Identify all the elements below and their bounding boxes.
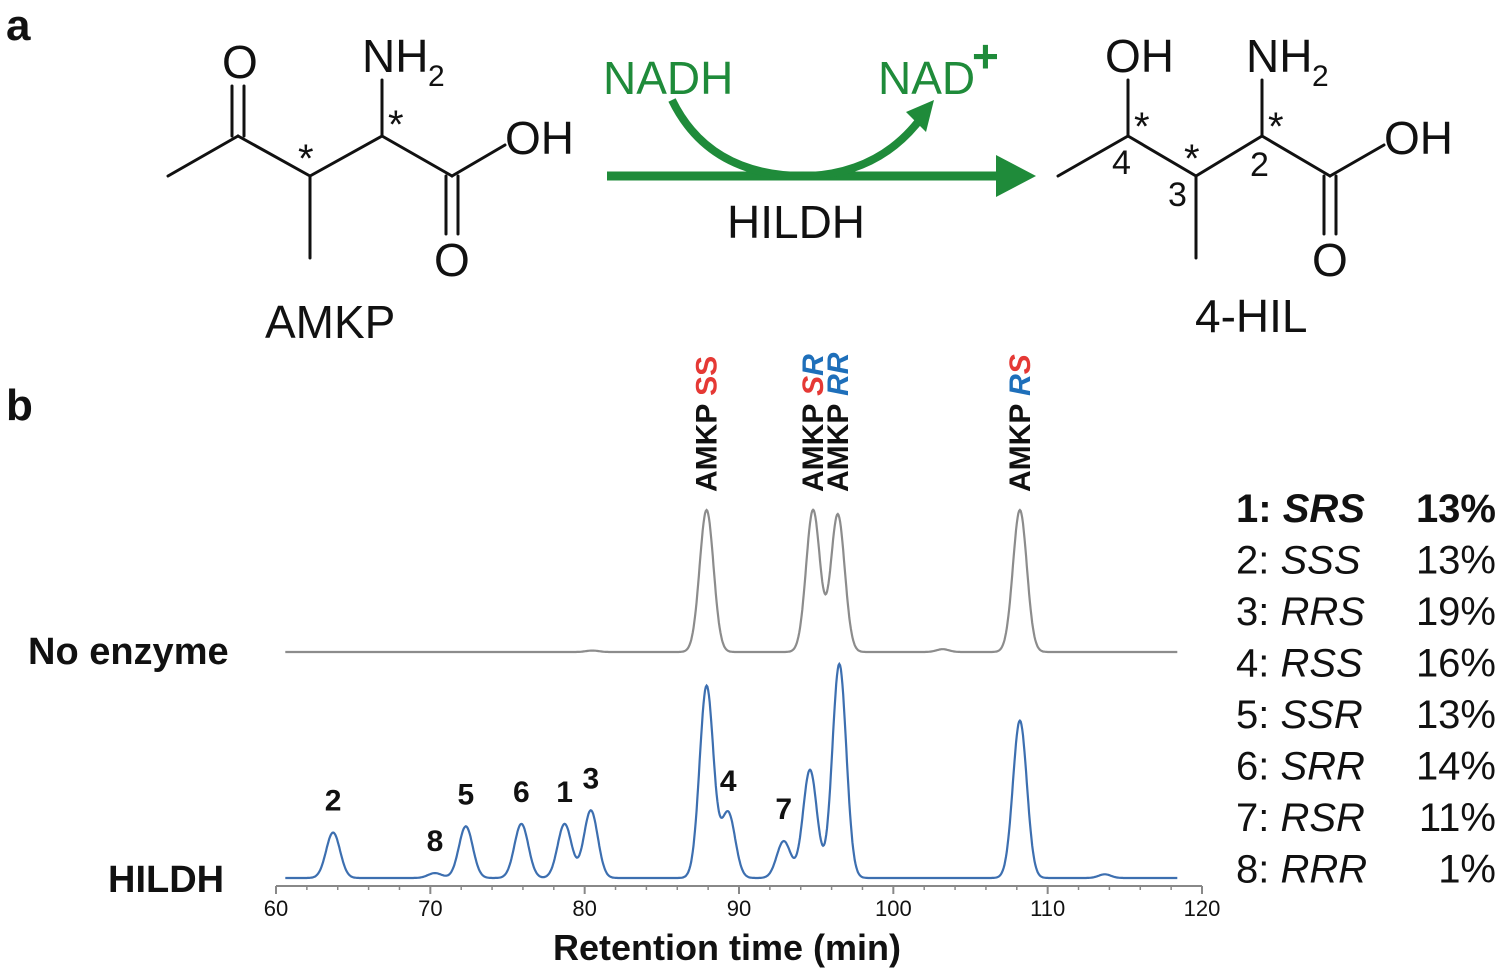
product-stereo-star-2: *: [1184, 137, 1200, 181]
svg-text:3: RRS: 3: RRS: [1236, 590, 1365, 634]
cofactor-out: NAD: [878, 52, 975, 104]
amkp-annotation-ss: AMKP SS: [691, 356, 724, 492]
x-tick-label-120: 120: [1184, 896, 1221, 921]
svg-text:13%: 13%: [1416, 539, 1496, 583]
product-locant-4: 4: [1112, 144, 1131, 182]
panel-label-b: b: [6, 381, 33, 430]
enzyme-name: HILDH: [727, 196, 865, 248]
peak-label-3: 3: [582, 762, 599, 795]
svg-text:19%: 19%: [1416, 590, 1496, 634]
x-tick-label-60: 60: [264, 896, 288, 921]
peak-label-7: 7: [775, 793, 792, 826]
svg-text:13%: 13%: [1416, 487, 1496, 531]
svg-text:13%: 13%: [1416, 693, 1496, 737]
reaction-arrow: [607, 98, 1036, 197]
product-locant-3: 3: [1168, 176, 1187, 214]
trace-line-hildh: [285, 661, 1178, 880]
svg-text:1%: 1%: [1438, 848, 1496, 892]
peak-label-6: 6: [513, 776, 530, 809]
legend-entry-5: 5: SSR 13%: [1236, 693, 1496, 737]
substrate-structure: O NH 2 OH O * *: [166, 30, 574, 286]
product-locant-2: 2: [1250, 146, 1269, 184]
cofactor-in: NADH: [603, 52, 733, 104]
legend-entry-3: 3: RRS 19%: [1236, 590, 1496, 634]
x-tick-label-90: 90: [727, 896, 751, 921]
legend-entry-7: 7: RSR 11%: [1236, 796, 1496, 840]
legend-entry-2: 2: SSS 13%: [1236, 539, 1496, 583]
peak-label-5: 5: [457, 778, 474, 811]
product-atom-nh: NH: [1246, 30, 1312, 82]
substrate-atom-nh-sub: 2: [428, 60, 445, 93]
substrate-stereo-star-2: *: [388, 103, 404, 147]
cofactor-out-charge: +: [972, 30, 999, 82]
svg-text:5: SSR: 5: SSR: [1236, 693, 1363, 737]
substrate-name: AMKP: [265, 296, 395, 348]
x-tick-label-80: 80: [572, 896, 596, 921]
substrate-stereo-star-1: *: [298, 137, 314, 181]
svg-text:4: RSS: 4: RSS: [1236, 642, 1363, 686]
peak-label-4: 4: [720, 765, 737, 798]
peak-label-2: 2: [325, 784, 342, 817]
x-tick-label-70: 70: [418, 896, 442, 921]
x-axis: 60 70 80 90 100 110 120: [264, 885, 1221, 921]
svg-text:1: SRS: 1: SRS: [1236, 487, 1365, 531]
legend-entry-4: 4: RSS 16%: [1236, 642, 1496, 686]
product-name: 4-HIL: [1195, 290, 1307, 342]
svg-text:6: SRR: 6: SRR: [1236, 745, 1365, 789]
x-tick-label-100: 100: [875, 896, 912, 921]
isomer-legend: 1: SRS 13% 2: SSS 13% 3: RRS 19% 4: RSS 16% 5: S…: [1236, 487, 1496, 892]
product-atom-nh-sub: 2: [1312, 60, 1329, 93]
x-tick-label-110: 110: [1030, 896, 1065, 921]
svg-text:AMKP RS: AMKP RS: [1004, 354, 1037, 492]
product-atom-o2: O: [1312, 234, 1348, 286]
legend-entry-6: 6: SRR 14%: [1236, 745, 1496, 789]
trace-label-no-enzyme: No enzyme: [28, 631, 229, 673]
legend-entry-8: 8: RRR 1%: [1236, 848, 1496, 892]
substrate-atom-o: O: [222, 36, 258, 88]
svg-text:AMKP SR: AMKP SR: [797, 354, 830, 492]
substrate-atom-oh: OH: [505, 112, 574, 164]
svg-text:16%: 16%: [1416, 642, 1496, 686]
trace-label-hildh: HILDH: [108, 859, 224, 901]
peak-label-1: 1: [556, 776, 573, 809]
svg-text:8: RRR: 8: RRR: [1236, 848, 1367, 892]
product-atom-oh: OH: [1384, 112, 1453, 164]
peak-label-8: 8: [427, 825, 444, 858]
product-stereo-star-3: *: [1268, 105, 1284, 149]
product-atom-oh-top: OH: [1105, 30, 1174, 82]
svg-text:7: RSR: 7: RSR: [1236, 796, 1365, 840]
trace-line-no-enzyme: [285, 508, 1178, 654]
svg-text:14%: 14%: [1416, 745, 1496, 789]
product-structure: OH NH 2 OH O * * * 4 3 2: [1056, 30, 1453, 286]
svg-text:AMKP SS: AMKP SS: [691, 356, 724, 492]
product-stereo-star-1: *: [1134, 105, 1150, 149]
svg-text:2: SSS: 2: SSS: [1236, 539, 1361, 583]
svg-text:11%: 11%: [1419, 796, 1496, 840]
amkp-annotation-sr: AMKP SR: [797, 354, 830, 492]
substrate-atom-nh: NH: [362, 30, 428, 82]
chromatogram-traces: [285, 508, 1178, 880]
substrate-atom-o2: O: [434, 234, 470, 286]
amkp-annotation-rs: AMKP RS: [1004, 354, 1037, 492]
svg-text:AMKP RR: AMKP RR: [822, 352, 855, 492]
x-axis-label: Retention time (min): [553, 927, 901, 968]
amkp-annotation-rr: AMKP RR: [822, 352, 855, 492]
panel-label-a: a: [6, 1, 31, 50]
legend-entry-1: 1: SRS 13%: [1236, 487, 1496, 531]
